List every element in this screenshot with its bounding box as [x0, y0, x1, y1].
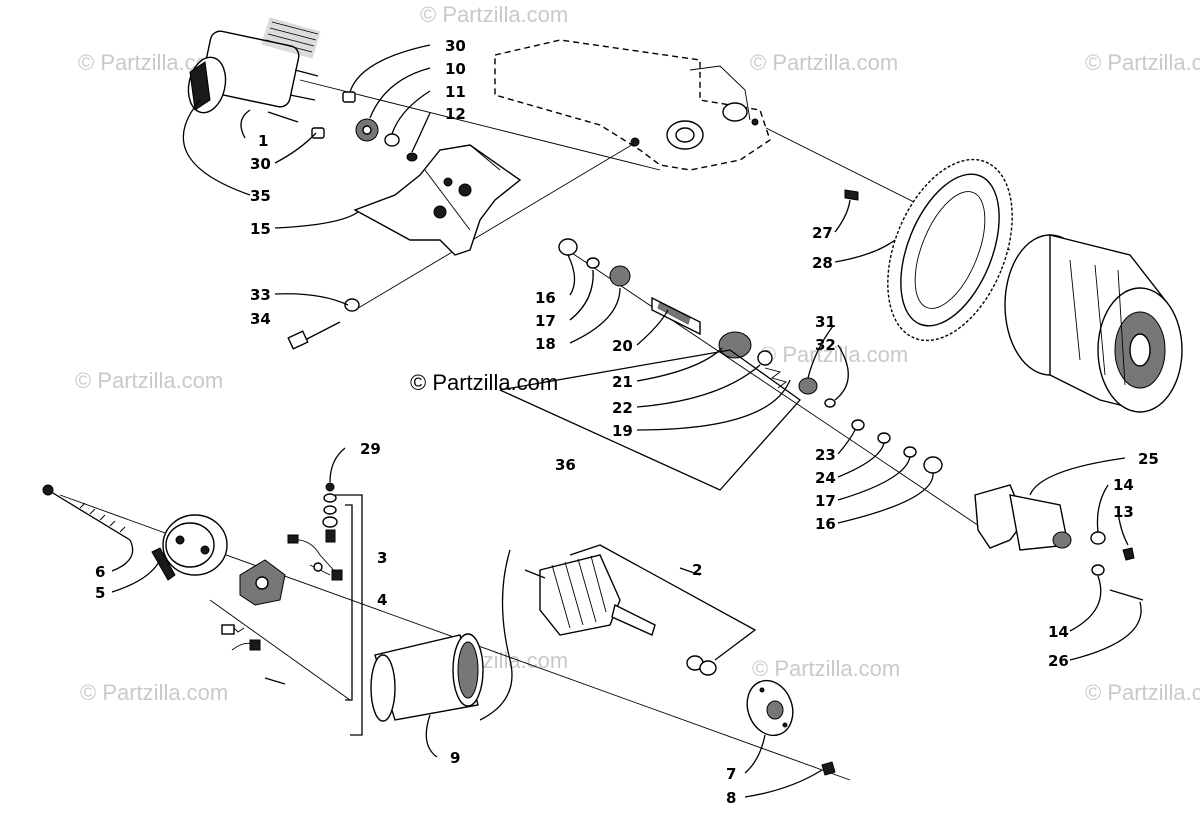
ring-gear — [844, 158, 1013, 342]
starter-motor-assembly — [187, 17, 321, 123]
callout-36: 36 — [555, 456, 576, 474]
watermark-10: © Partzilla.com — [1085, 680, 1200, 705]
callout-16-bottom: 16 — [815, 515, 836, 533]
brush-holder — [239, 559, 286, 606]
end-plate — [746, 679, 836, 776]
watermark-4: © Partzilla.com — [1085, 50, 1200, 75]
callout-30-top: 30 — [445, 37, 466, 55]
watermark-3: © Partzilla.com — [750, 50, 898, 75]
group-2-bracket — [569, 544, 757, 661]
callout-31: 31 — [815, 313, 836, 331]
watermark-7: © Partzilla.com — [80, 680, 228, 705]
callout-35: 35 — [250, 187, 271, 205]
callout-28: 28 — [812, 254, 833, 272]
terminal-parts — [287, 482, 343, 581]
leader-lines — [111, 44, 1142, 798]
callout-25: 25 — [1138, 450, 1159, 468]
engine-crankcase — [494, 39, 771, 171]
callout-5: 5 — [95, 584, 105, 602]
callout-6: 6 — [95, 563, 105, 581]
callout-7: 7 — [726, 765, 736, 783]
callout-18: 18 — [535, 335, 556, 353]
bracket-inner — [345, 504, 353, 701]
callout-17-top: 17 — [535, 312, 556, 330]
drive-gear-parts — [311, 91, 418, 162]
through-bolt — [42, 484, 131, 541]
callout-3: 3 — [377, 549, 387, 567]
callout-labels: 30 10 11 12 1 30 35 15 33 34 16 17 18 20… — [95, 37, 1159, 807]
callout-15: 15 — [250, 220, 271, 238]
callout-16-top: 16 — [535, 289, 556, 307]
callout-29: 29 — [360, 440, 381, 458]
watermark-5: © Partzilla.com — [75, 368, 223, 393]
callout-32: 32 — [815, 336, 836, 354]
callout-34: 34 — [250, 310, 271, 328]
callout-33: 33 — [250, 286, 271, 304]
brush-springs — [221, 624, 286, 685]
callout-20: 20 — [612, 337, 633, 355]
callout-23: 23 — [815, 446, 836, 464]
bracket-3-4 — [335, 494, 363, 736]
callout-19: 19 — [612, 422, 633, 440]
callout-24: 24 — [815, 469, 836, 487]
callout-11: 11 — [445, 83, 466, 101]
bendix-drive-parts — [558, 238, 943, 474]
callout-9: 9 — [450, 749, 460, 767]
watermark-2: © Partzilla.com — [420, 2, 568, 27]
callout-30-bottom: 30 — [250, 155, 271, 173]
end-housing — [974, 484, 1144, 601]
bolt-34 — [287, 298, 360, 350]
callout-2: 2 — [692, 561, 702, 579]
end-cap — [151, 514, 228, 581]
callout-21: 21 — [612, 373, 633, 391]
watermark-6: © Partzilla.com — [760, 342, 908, 367]
callout-12: 12 — [445, 105, 466, 123]
mounting-bracket — [353, 144, 522, 256]
callout-10: 10 — [445, 60, 466, 78]
field-housing — [370, 633, 484, 722]
callout-22: 22 — [612, 399, 633, 417]
group-36-bracket — [499, 349, 801, 491]
armature — [524, 554, 717, 676]
callout-14-bottom: 14 — [1048, 623, 1069, 641]
callout-4: 4 — [377, 591, 387, 609]
callout-8: 8 — [726, 789, 736, 807]
callout-13: 13 — [1113, 503, 1134, 521]
callout-14-top: 14 — [1113, 476, 1134, 494]
callout-17-bottom: 17 — [815, 492, 836, 510]
callout-27: 27 — [812, 224, 833, 242]
partzilla-brand-label: © Partzilla.com — [410, 370, 558, 395]
callout-26: 26 — [1048, 652, 1069, 670]
callout-1: 1 — [258, 132, 268, 150]
clutch-pulley — [1004, 234, 1183, 413]
watermark-9: © Partzilla.com — [752, 656, 900, 681]
